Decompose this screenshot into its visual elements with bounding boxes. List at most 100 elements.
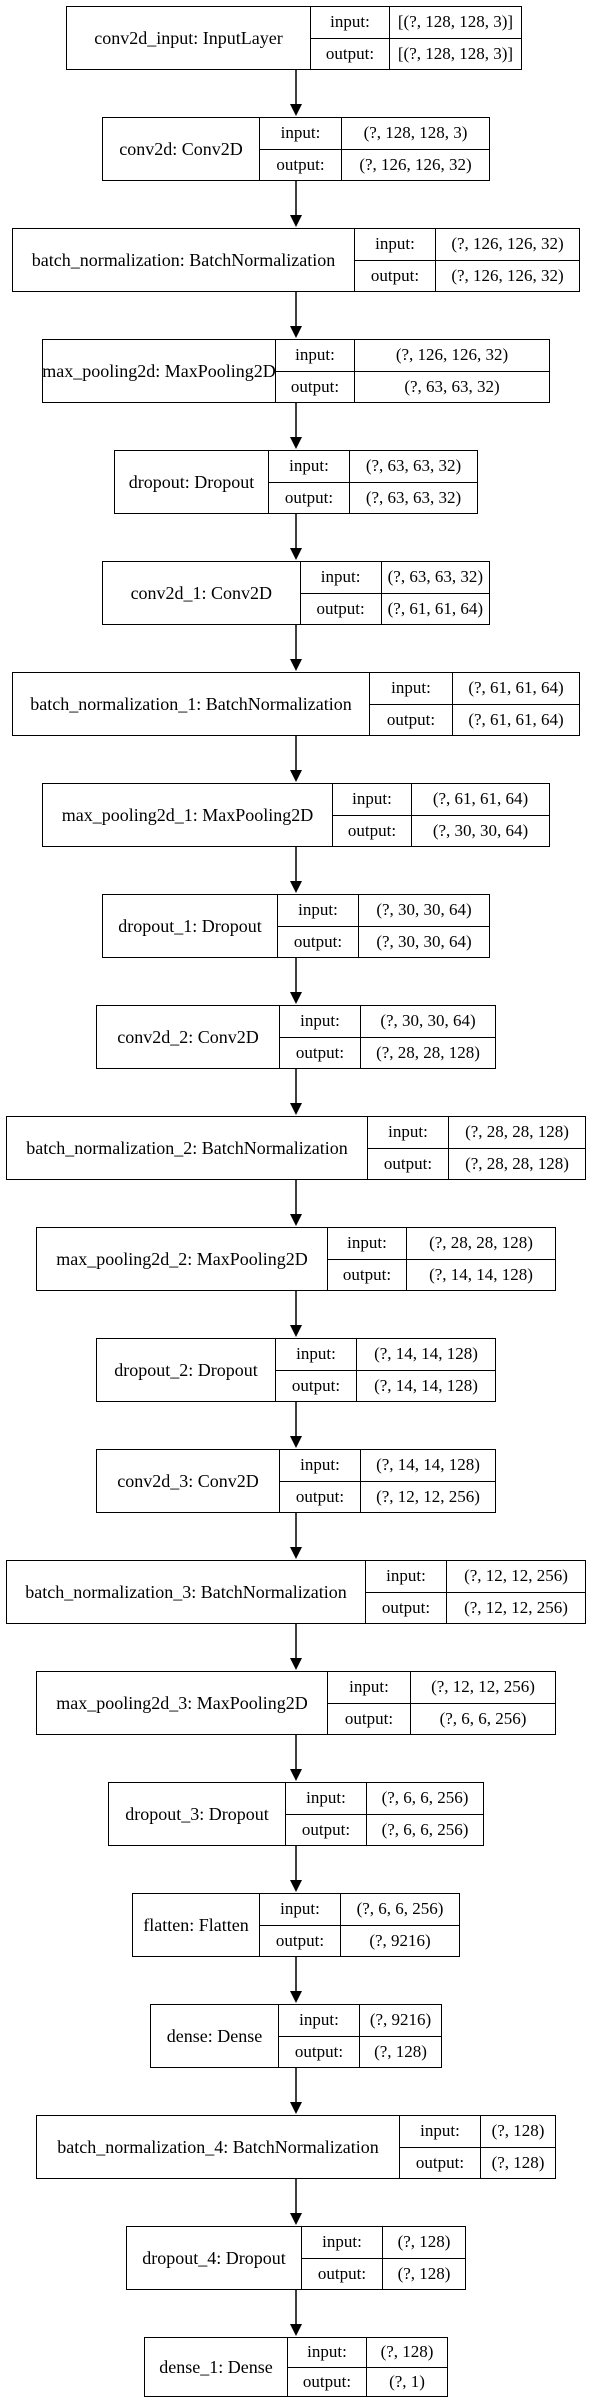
layer-shape-table: input:(?, 61, 61, 64) output: (?, 30, 30, … xyxy=(332,784,549,846)
input-shape: (?, 6, 6, 256) xyxy=(340,1894,459,1925)
input-shape: (?, 63, 63, 32) xyxy=(349,451,477,482)
arrowhead-icon xyxy=(290,992,302,1004)
arrowhead-icon xyxy=(290,1991,302,2003)
input-shape: (?, 6, 6, 256) xyxy=(366,1783,483,1814)
layer-name: conv2d_1: Conv2D xyxy=(130,582,273,603)
input-row: input: (?, 128) xyxy=(302,2227,465,2258)
output-row: output:(?, 14, 14, 128) xyxy=(276,1369,495,1401)
arrowhead-icon xyxy=(290,1769,302,1781)
output-label: output: xyxy=(284,487,334,507)
output-label: output: xyxy=(293,931,343,951)
layer-name: flatten: Flatten xyxy=(143,1914,249,1935)
input-shape: (?, 126, 126, 32) xyxy=(354,340,549,371)
input-label: input: xyxy=(347,1233,387,1253)
layer-name: batch_normalization_2: BatchNormalizatio… xyxy=(26,1137,348,1158)
arrowhead-icon xyxy=(290,659,302,671)
input-shape: (?, 30, 30, 64) xyxy=(360,1006,495,1037)
input-shape: (?, 28, 28, 128) xyxy=(448,1117,585,1148)
arrowhead-icon xyxy=(290,770,302,782)
layer-node: conv2d: Conv2D input:(?, 128, 128, 3)outp… xyxy=(102,117,490,181)
output-shape: (?, 12, 12, 256) xyxy=(446,1592,585,1623)
arrowhead-icon xyxy=(290,1436,302,1448)
layer-node: batch_normalization_2: BatchNormalizatio… xyxy=(6,1116,586,1180)
output-row: output: (?, 128) xyxy=(400,2146,555,2178)
arrowhead-icon xyxy=(290,104,302,116)
arrowhead-icon xyxy=(290,1214,302,1226)
input-label: input: xyxy=(280,1899,320,1919)
output-row: output: (?, 128) xyxy=(302,2257,465,2289)
output-shape: (?, 6, 6, 256) xyxy=(366,1814,483,1845)
output-row: output:(?, 30, 30, 64) xyxy=(278,925,489,957)
arrowhead-icon xyxy=(290,1103,302,1115)
output-row: output:(?, 126, 126, 32) xyxy=(260,148,489,180)
output-shape: (?, 6, 6, 256) xyxy=(410,1703,555,1734)
output-shape: (?, 30, 30, 64) xyxy=(411,815,549,846)
output-shape: (?, 9216) xyxy=(340,1925,459,1956)
layer-name: dropout_1: Dropout xyxy=(118,915,262,936)
layer-shape-table: input:(?, 63, 63, 32)output:(?, 61, 61, … xyxy=(299,562,489,624)
input-label: input: xyxy=(280,123,321,143)
output-shape: (?, 14, 14, 128) xyxy=(406,1259,555,1290)
layer-shape-table: input: (?, 28, 28, 128) output: (?, 14, 14,… xyxy=(327,1228,555,1290)
arrowhead-icon xyxy=(290,215,302,227)
output-row: output:(?, 63, 63, 32) xyxy=(276,370,549,402)
input-row: input:(?, 61, 61, 64) xyxy=(333,784,549,815)
input-label: input: xyxy=(300,1455,340,1475)
input-label: input: xyxy=(420,2121,460,2141)
output-shape: (?, 63, 63, 32) xyxy=(354,371,549,402)
output-shape: (?, 128) xyxy=(382,2258,465,2289)
input-label: input: xyxy=(386,1566,426,1586)
output-label: output: xyxy=(415,2152,465,2172)
input-row: input: (?, 28, 28, 128) xyxy=(328,1228,555,1259)
layer-shape-table: input:(?, 128)output:(?, 1) xyxy=(287,2338,447,2396)
output-label: output: xyxy=(347,820,397,840)
input-row: input:[(?, 128, 128, 3)] xyxy=(311,7,521,38)
input-row: input:(?, 128, 128, 3) xyxy=(260,118,489,149)
input-shape: (?, 14, 14, 128) xyxy=(360,1450,495,1481)
layer-name: batch_normalization: BatchNormalization xyxy=(31,249,336,270)
arrowhead-icon xyxy=(290,437,302,449)
output-row: output:(?, 61, 61, 64) xyxy=(370,703,579,735)
layer-shape-table: input:(?, 6, 6, 256)output:(?, 6, 6, 256… xyxy=(285,1783,483,1845)
output-shape: (?, 126, 126, 32) xyxy=(341,149,489,180)
input-row: input:(?, 6, 6, 256) xyxy=(286,1783,483,1814)
layer-shape-table: input:[(?, 128, 128, 3)]output:[(?, 128,… xyxy=(310,7,521,69)
output-label: output: xyxy=(342,1264,392,1284)
input-label: input: xyxy=(296,1344,336,1364)
output-shape: (?, 128) xyxy=(480,2147,555,2178)
layer-name: dropout_3: Dropout xyxy=(125,1803,269,1824)
output-label: output: xyxy=(295,1486,345,1506)
input-shape: (?, 128) xyxy=(382,2227,465,2258)
arrowhead-icon xyxy=(290,1658,302,1670)
layer-shape-table: input:(?, 128, 128, 3)output:(?, 126, 12… xyxy=(259,118,489,180)
layer-name: max_pooling2d_1: MaxPooling2D xyxy=(61,804,314,825)
input-shape: (?, 128) xyxy=(366,2338,447,2367)
layer-node: max_pooling2d_1: MaxPooling2D input:(?, 6… xyxy=(42,783,550,847)
input-row: input:(?, 126, 126, 32) xyxy=(276,340,549,371)
input-row: input:(?, 9216) xyxy=(279,2005,441,2036)
input-shape: (?, 61, 61, 64) xyxy=(452,673,579,704)
layer-name: dropout_2: Dropout xyxy=(114,1359,258,1380)
output-row: output:(?, 126, 126, 32) xyxy=(355,259,579,291)
layer-name: max_pooling2d_3: MaxPooling2D xyxy=(56,1692,308,1713)
layer-name: conv2d: Conv2D xyxy=(119,138,243,159)
input-label: input: xyxy=(320,567,361,587)
output-label: output: xyxy=(317,2263,367,2283)
layer-shape-table: input: (?, 128) output: (?, 128) xyxy=(301,2227,465,2289)
output-label: output: xyxy=(325,43,375,63)
layer-shape-table: input:(?, 30, 30, 64)output:(?, 30, 30, … xyxy=(277,895,489,957)
input-row: input:(?, 126, 126, 32) xyxy=(355,229,579,260)
layer-node: dropout_2: Dropout input:(?, 14, 14, 128)… xyxy=(96,1338,496,1402)
layer-name: dense_1: Dense xyxy=(159,2356,273,2377)
layer-shape-table: input:(?, 30, 30, 64)output:(?, 28, 28, … xyxy=(279,1006,495,1068)
input-shape: (?, 28, 28, 128) xyxy=(406,1228,555,1259)
input-row: input:(?, 12, 12, 256) xyxy=(366,1561,585,1592)
input-shape: (?, 128) xyxy=(480,2116,555,2147)
input-label: input: xyxy=(322,2232,362,2252)
layer-shape-table: input:(?, 126, 126, 32)output:(?, 126, 1… xyxy=(354,229,579,291)
input-row: input:(?, 14, 14, 128) xyxy=(276,1339,495,1370)
layer-shape-table: input:(?, 12, 12, 256)output:(?, 6, 6, 2… xyxy=(327,1672,555,1734)
